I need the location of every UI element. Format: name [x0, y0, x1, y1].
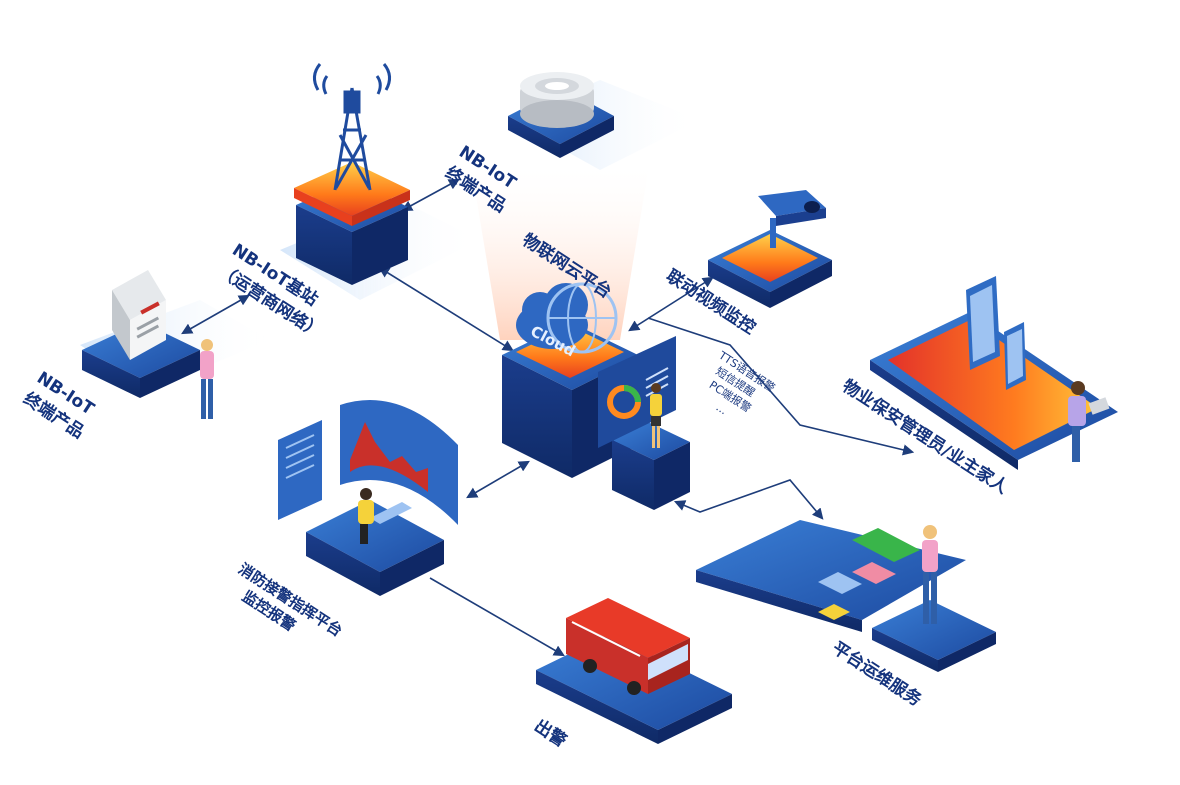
tablet-phone-icons	[966, 276, 1026, 390]
person-laptop-icon	[1068, 381, 1110, 462]
platform-cloud	[470, 160, 690, 510]
platform-terminal-left	[82, 270, 214, 419]
platform-dispatch	[536, 598, 732, 744]
person-ops-icon	[922, 525, 938, 624]
platform-terminal-top	[508, 72, 614, 158]
cell-tower-icon	[313, 63, 391, 191]
connector-cloud-to-fire	[466, 460, 530, 499]
connector-fire-to-dispatch	[429, 577, 565, 657]
cctv-camera-icon	[758, 190, 826, 248]
platform-ops	[696, 520, 996, 672]
platform-base-station	[294, 63, 410, 285]
connector-base-to-cloud	[378, 266, 514, 352]
operator-desk-icon	[358, 488, 412, 544]
connector-cloud-to-users	[647, 317, 915, 456]
connectors	[181, 178, 915, 657]
fire-truck-icon	[566, 598, 690, 695]
dashboard-screen-icon	[598, 336, 676, 448]
connector-terminal-left-to-base	[181, 294, 250, 335]
person-presenter-icon	[650, 383, 662, 448]
platform-video	[708, 190, 832, 308]
side-panel-icon	[278, 420, 322, 520]
smoke-detector-icon	[520, 72, 594, 128]
dashboard-tiles-icon	[818, 528, 920, 620]
connector-terminal-top-to-base	[401, 178, 460, 212]
platform-fire-command	[278, 400, 458, 596]
curved-monitor-wall-icon	[340, 400, 458, 525]
person-woman-phone-icon	[200, 339, 214, 419]
connector-ops-to-cloud	[673, 479, 824, 520]
gas-detector-icon	[112, 270, 166, 360]
cloud-globe-icon	[516, 282, 618, 354]
connector-cloud-to-video	[628, 276, 714, 332]
platform-users	[870, 276, 1118, 470]
